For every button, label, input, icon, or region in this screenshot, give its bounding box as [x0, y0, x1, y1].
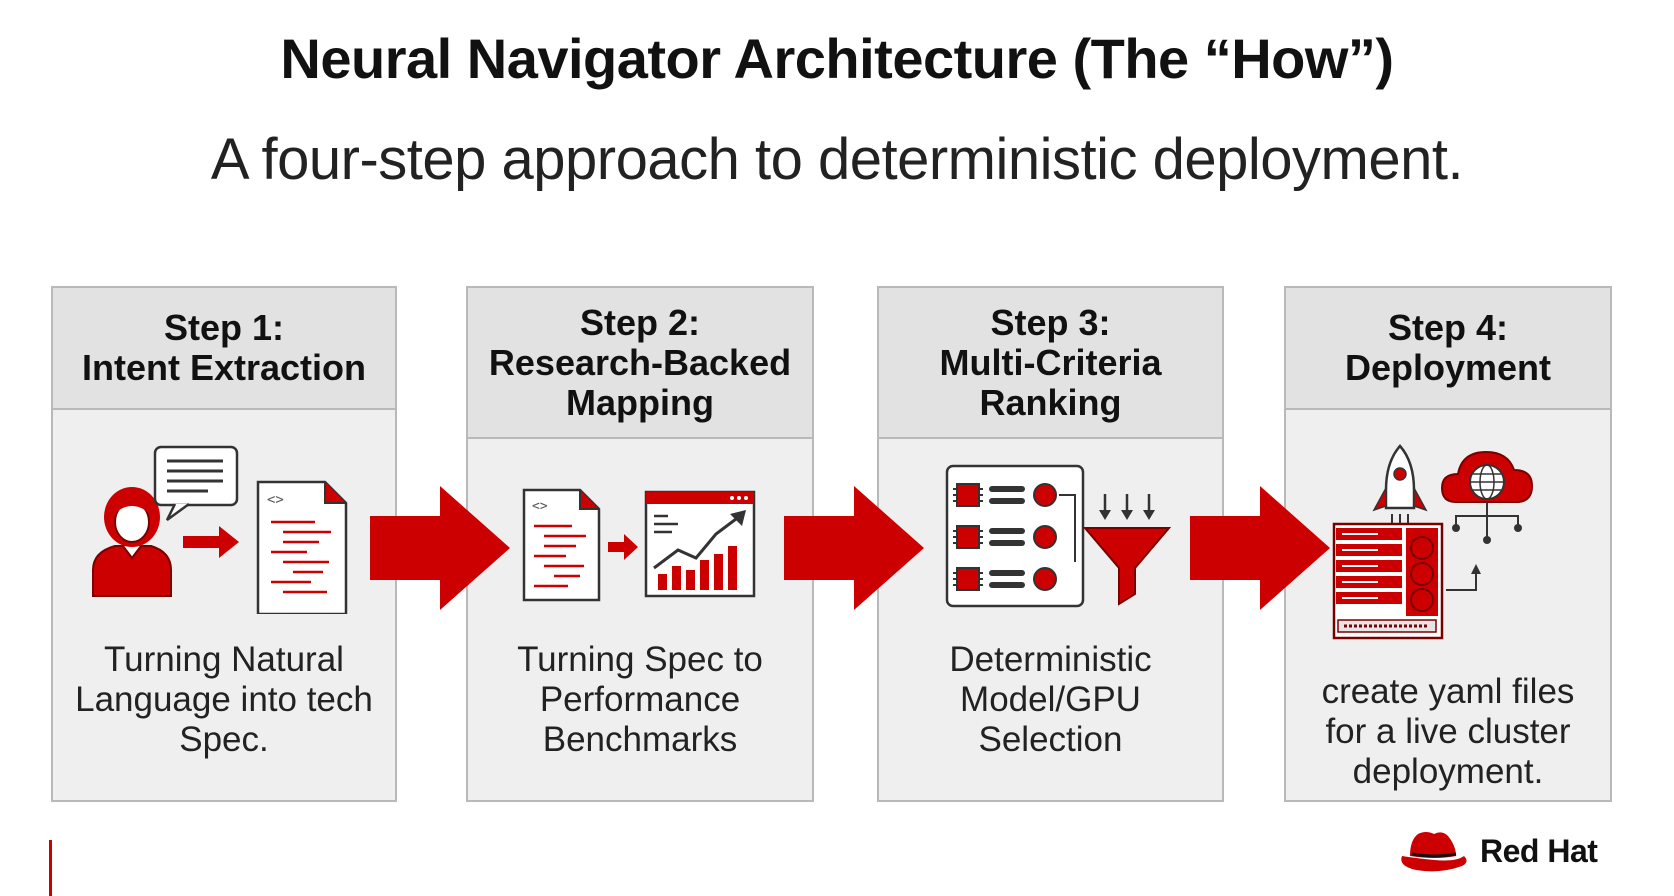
arrow-right-icon [183, 526, 239, 558]
brand-name: Red Hat [1480, 832, 1598, 869]
svg-text:<>: <> [267, 492, 284, 508]
step-4-illustration [1286, 444, 1610, 644]
step-1-header: Step 1: Intent Extraction [53, 288, 395, 410]
step-3-heading-line-2: Multi-Criteria [939, 341, 1162, 383]
step-1-illustration: <> [53, 444, 395, 614]
step-3-illustration [879, 464, 1222, 614]
code-document-icon: <> [522, 488, 601, 602]
step-4-description: create yaml files for a live cluster dep… [1286, 672, 1610, 792]
growth-chart-icon [644, 490, 756, 598]
step-4-description-line-3: deployment. [1352, 752, 1544, 791]
page-title: Neural Navigator Architecture (The “How”… [280, 27, 1394, 90]
brand-logo: Red Hat [1396, 826, 1598, 876]
step-2-heading-line-2: Research-Backed [488, 341, 792, 383]
step-1-description-line-2: Language into tech [75, 680, 373, 719]
step-2-heading-line-1: Step 2: [579, 301, 700, 343]
funnel-icon [1082, 494, 1172, 606]
step-2-header: Step 2: Research-Backed Mapping [468, 288, 812, 439]
step-2-heading-line-3: Mapping [566, 381, 714, 423]
step-2-illustration: <> [468, 488, 812, 608]
step-3-description-line-3: Selection [978, 720, 1123, 759]
step-4-description-line-2: for a live cluster [1325, 712, 1571, 751]
svg-text:<>: <> [532, 499, 548, 514]
step-3-description-line-2: Model/GPU [960, 680, 1141, 719]
step-2-panel: Step 2: Research-Backed Mapping <> [466, 286, 814, 802]
step-2-description-line-3: Benchmarks [542, 720, 738, 759]
step-1-description-line-3: Spec. [179, 720, 269, 759]
arrow-right-icon [370, 486, 510, 610]
step-4-panel: Step 4: Deployment [1284, 286, 1612, 802]
server-icon [1332, 522, 1481, 640]
step-1-panel: Step 1: Intent Extraction [51, 286, 397, 802]
step-2-description: Turning Spec to Performance Benchmarks [468, 640, 812, 760]
step-3-panel: Step 3: Multi-Criteria Ranking [877, 286, 1224, 802]
step-3-description-line-1: Deterministic [949, 640, 1152, 679]
step-1-heading-line-1: Step 1: [163, 307, 285, 348]
accent-line [49, 840, 52, 896]
step-4-heading-line-2: Deployment [1344, 347, 1552, 388]
step-3-description: Deterministic Model/GPU Selection [879, 640, 1222, 760]
step-1-heading-line-2: Intent Extraction [81, 347, 367, 388]
step-3-heading-line-3: Ranking [979, 381, 1122, 423]
chip-list-icon [945, 464, 1085, 608]
arrow-right-icon [784, 486, 924, 610]
step-2-description-line-1: Turning Spec to [517, 640, 763, 679]
page-subtitle: A four-step approach to deterministic de… [210, 127, 1464, 192]
red-hat-logo-icon [1401, 832, 1467, 872]
speech-bubble-icon [153, 445, 239, 522]
step-4-heading-line-1: Step 4: [1387, 307, 1508, 348]
step-4-header: Step 4: Deployment [1286, 288, 1610, 410]
step-1-description-line-1: Turning Natural [104, 640, 344, 679]
arrow-right-icon [1190, 486, 1330, 610]
code-document-icon: <> [256, 480, 348, 614]
step-3-header: Step 3: Multi-Criteria Ranking [879, 288, 1222, 439]
step-1-description: Turning Natural Language into tech Spec. [53, 640, 395, 760]
arrow-right-icon [608, 534, 638, 560]
step-3-heading-line-1: Step 3: [990, 301, 1111, 343]
person-icon [92, 487, 172, 597]
cloud-globe-icon [1440, 450, 1534, 544]
rocket-icon [1372, 444, 1428, 528]
step-4-description-line-1: create yaml files [1321, 672, 1575, 711]
step-2-description-line-2: Performance [539, 680, 741, 719]
